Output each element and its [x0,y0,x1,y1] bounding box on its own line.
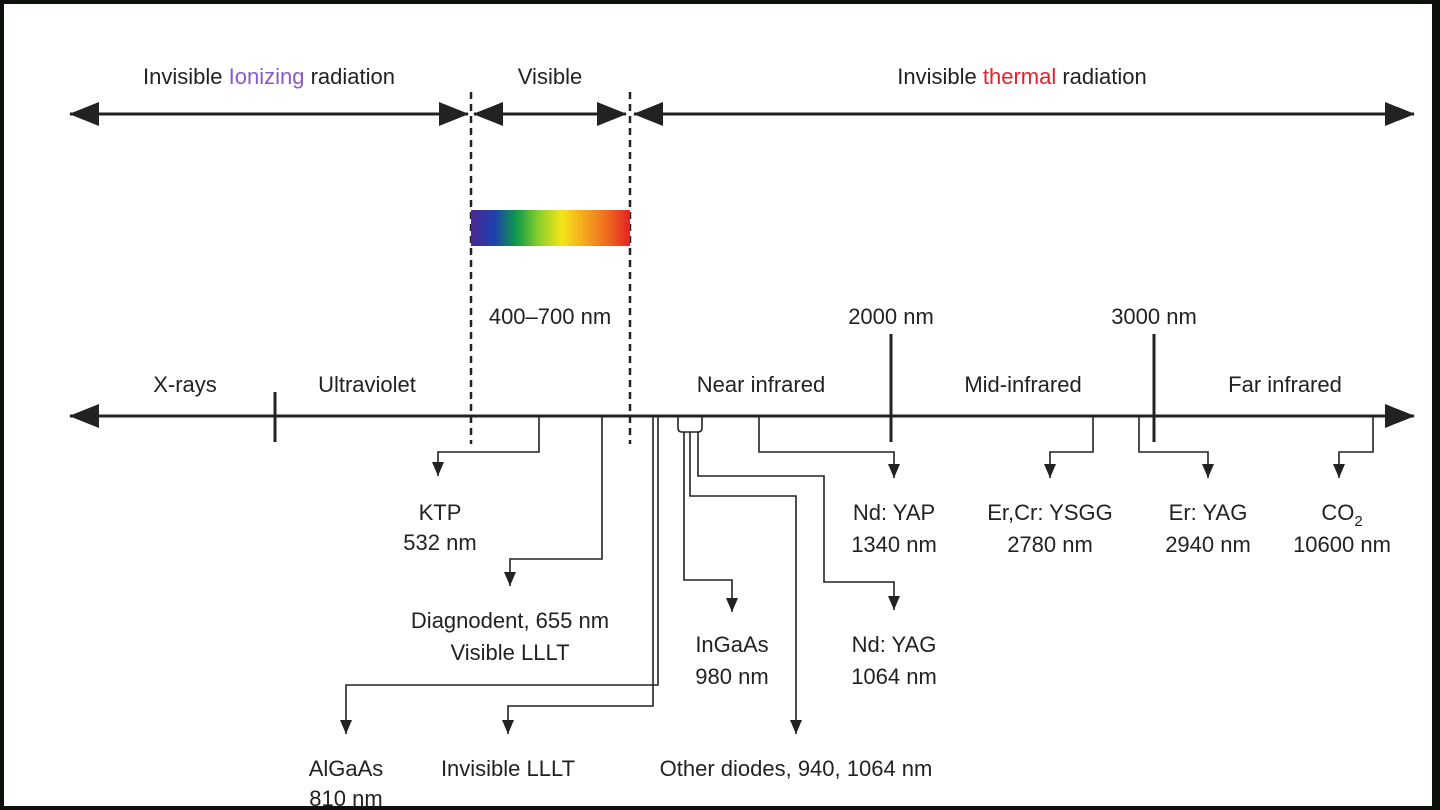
co2-name: CO2 [1321,500,1362,530]
region-mid-infrared: Mid-infrared [964,372,1081,397]
algaas-wavelength: 810 nm [309,786,382,806]
ionizing-highlight: Ionizing [229,64,305,89]
diagnodent-name: Diagnodent, 655 nm [411,608,609,633]
er-yag-wavelength: 2940 nm [1165,532,1251,557]
thermal-highlight: thermal [983,64,1056,89]
region-ultraviolet: Ultraviolet [318,372,416,397]
invisible-lllt-leader [502,416,654,734]
other-diodes-leader [689,432,802,734]
spectrum-diagram: Invisible Ionizing radiation Visible Inv… [69,64,1415,806]
ingaas-leader [683,432,738,612]
diagnodent-wavelength: Visible LLLT [450,640,569,665]
nd-yap-wavelength: 1340 nm [851,532,937,557]
nd-yap-leader [758,416,900,478]
er-yag-leader [1138,416,1214,478]
ktp-wavelength: 532 nm [403,530,476,555]
ktp-name: KTP [419,500,462,525]
visible-spectrum-bar [471,210,630,246]
er-cr-ysgg-leader [1044,416,1094,478]
other-diodes-name: Other diodes, 940, 1064 nm [660,756,933,781]
diagram-frame: Invisible Ionizing radiation Visible Inv… [4,4,1432,806]
nd-yag-leader [697,432,900,610]
ionizing-band-label: Invisible Ionizing radiation [143,64,395,89]
nd-yag-wavelength: 1064 nm [851,664,937,689]
region-far-infrared: Far infrared [1228,372,1342,397]
visible-range-label: 400–700 nm [489,304,611,329]
er-yag-name: Er: YAG [1169,500,1248,525]
algaas-leader [340,416,659,734]
marker-2000-label: 2000 nm [848,304,934,329]
diode-bracket [677,416,703,433]
nd-yag-name: Nd: YAG [852,632,937,657]
region-near-infrared: Near infrared [697,372,825,397]
algaas-name: AlGaAs [309,756,384,781]
co2-subscript: 2 [1354,513,1362,530]
nd-yap-name: Nd: YAP [853,500,935,525]
thermal-band-label: Invisible thermal radiation [897,64,1146,89]
ktp-leader [432,416,540,476]
ingaas-wavelength: 980 nm [695,664,768,689]
region-xrays: X-rays [153,372,217,397]
diagnodent-leader [504,416,603,586]
co2-leader [1333,416,1374,478]
co2-wavelength: 10600 nm [1293,532,1391,557]
ingaas-name: InGaAs [695,632,768,657]
marker-3000-label: 3000 nm [1111,304,1197,329]
invisible-lllt-name: Invisible LLLT [441,756,575,781]
er-cr-ysgg-wavelength: 2780 nm [1007,532,1093,557]
er-cr-ysgg-name: Er,Cr: YSGG [987,500,1113,525]
visible-band-label: Visible [518,64,582,89]
